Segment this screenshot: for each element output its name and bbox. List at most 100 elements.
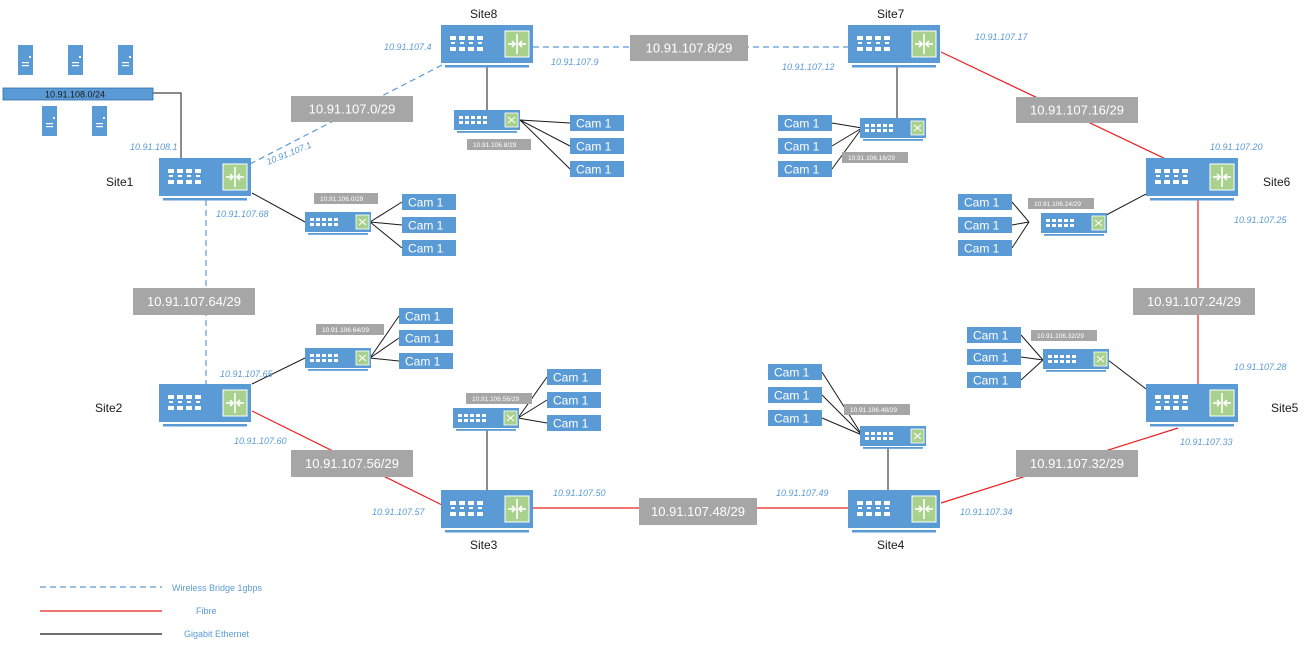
svg-text:Cam 1: Cam 1: [784, 117, 820, 131]
subnet-label-site6-site5: 10.91.107.24/29: [1147, 294, 1241, 309]
ip-label: 10.91.107.25: [1234, 215, 1288, 225]
ip-label: 10.91.107.28: [1234, 362, 1287, 372]
subnet-label-site5-site4: 10.91.107.32/29: [1030, 456, 1124, 471]
camera-subnet-tags: 10.91.106.8/29 10.91.106.16/29 10.91.106…: [314, 139, 1097, 415]
legend-fibre-label: Fibre: [196, 606, 217, 616]
ip-label: 10.91.107.68: [216, 209, 269, 219]
camera: Cam 1: [778, 115, 832, 131]
svg-text:Cam 1: Cam 1: [973, 374, 1009, 388]
server-lan: 10.91.108.0/24 10.91.108.1: [2, 45, 178, 152]
camera: Cam 1: [967, 349, 1021, 365]
svg-text:Cam 1: Cam 1: [408, 242, 444, 256]
site-name-site1: Site1: [106, 175, 134, 189]
svg-text:Cam 1: Cam 1: [553, 394, 589, 408]
router-site8-icon: [440, 24, 534, 69]
server-icon: [42, 106, 57, 136]
camera: Cam 1: [402, 240, 456, 256]
ip-label: 10.91.107.60: [234, 436, 287, 446]
camera: Cam 1: [570, 115, 624, 131]
camera: Cam 1: [547, 392, 601, 408]
svg-text:Cam 1: Cam 1: [405, 310, 441, 324]
svg-text:Cam 1: Cam 1: [774, 412, 810, 426]
camera: Cam 1: [958, 240, 1012, 256]
server-icon: [118, 45, 133, 75]
camera: Cam 1: [768, 364, 822, 380]
svg-text:Cam 1: Cam 1: [405, 332, 441, 346]
camera-subnet-site1: 10.91.106.0/29: [320, 196, 364, 203]
camera-subnet-site2: 10.91.106.64/29: [322, 327, 369, 334]
ip-label: 10.91.107.12: [782, 62, 835, 72]
ip-label: 10.91.107.34: [960, 507, 1013, 517]
ip-label: 10.91.107.17: [975, 32, 1029, 42]
camera: Cam 1: [570, 161, 624, 177]
camera: Cam 1: [547, 369, 601, 385]
ip-label: 10.91.107.20: [1210, 142, 1263, 152]
link-site1-site8: [249, 63, 445, 165]
camera: Cam 1: [399, 330, 453, 346]
camera: Cam 1: [402, 217, 456, 233]
svg-text:Cam 1: Cam 1: [973, 351, 1009, 365]
site-name-site4: Site4: [877, 538, 905, 552]
camera: Cam 1: [958, 217, 1012, 233]
ip-label: 10.91.107.50: [553, 488, 606, 498]
router-site7-icon: [847, 24, 941, 69]
svg-text:Cam 1: Cam 1: [576, 140, 612, 154]
svg-text:Cam 1: Cam 1: [964, 196, 1000, 210]
subnet-label-site7-site6: 10.91.107.16/29: [1030, 103, 1124, 118]
svg-text:Cam 1: Cam 1: [553, 371, 589, 385]
site-name-site8: Site8: [470, 7, 498, 21]
router-site4-icon: [847, 489, 941, 534]
svg-text:Cam 1: Cam 1: [784, 163, 820, 177]
camera: Cam 1: [778, 161, 832, 177]
svg-text:Cam 1: Cam 1: [576, 117, 612, 131]
server-icon: [68, 45, 83, 75]
svg-text:Cam 1: Cam 1: [784, 140, 820, 154]
ip-label: 10.91.107.4: [384, 42, 432, 52]
site-name-site6: Site6: [1263, 175, 1291, 189]
camera-subnet-site3: 10.91.106.56/29: [472, 396, 519, 403]
svg-text:Cam 1: Cam 1: [405, 355, 441, 369]
camera: Cam 1: [967, 372, 1021, 388]
subnet-label-site2-site3: 10.91.107.56/29: [305, 456, 399, 471]
router-site1-icon: [158, 157, 252, 202]
subnet-label-site3-site4: 10.91.107.48/29: [651, 504, 745, 519]
switch-site8-icon: [453, 109, 521, 134]
switch-site4-icon: [859, 425, 927, 450]
camera: Cam 1: [570, 138, 624, 154]
site-name-site2: Site2: [95, 401, 123, 415]
ip-label: 10.91.107.33: [1180, 437, 1233, 447]
legend-ethernet-label: Gigabit Ethernet: [184, 629, 250, 639]
ip-label: 10.91.107.9: [551, 57, 599, 67]
lan-gateway-ip: 10.91.108.1: [130, 142, 178, 152]
svg-text:Cam 1: Cam 1: [774, 389, 810, 403]
camera-subnet-site8: 10.91.106.8/29: [473, 142, 517, 149]
server-icon: [18, 45, 33, 75]
lan-subnet-label: 10.91.108.0/24: [45, 90, 105, 100]
lan-bus: [2, 87, 154, 101]
svg-text:Cam 1: Cam 1: [964, 242, 1000, 256]
svg-text:Cam 1: Cam 1: [964, 219, 1000, 233]
switch-site6-icon: [1040, 212, 1108, 237]
camera: Cam 1: [768, 387, 822, 403]
server-icon: [92, 106, 107, 136]
svg-text:Cam 1: Cam 1: [973, 329, 1009, 343]
subnet-label-site1-site2: 10.91.107.64/29: [147, 294, 241, 309]
legend: Wireless Bridge 1gbps Fibre Gigabit Ethe…: [40, 583, 263, 639]
subnet-label-site1-site8: 10.91.107.0/29: [309, 102, 396, 117]
camera: Cam 1: [399, 353, 453, 369]
site-name-site5: Site5: [1271, 401, 1299, 415]
camera: Cam 1: [399, 308, 453, 324]
link-lan-site1: [152, 92, 182, 158]
interface-ips: 10.91.107.4 10.91.107.9 10.91.107.12 10.…: [216, 32, 1288, 517]
site-name-site7: Site7: [877, 7, 905, 21]
cameras: Cam 1 Cam 1 Cam 1 Cam 1 Cam 1 Cam 1 Cam …: [399, 115, 1021, 431]
svg-text:Cam 1: Cam 1: [408, 219, 444, 233]
site-names: Site8 Site7 Site1 Site6 Site2 Site5 Site…: [95, 7, 1299, 552]
subnet-label-site8-site7: 10.91.107.8/29: [646, 41, 733, 56]
svg-text:Cam 1: Cam 1: [553, 417, 589, 431]
svg-text:Cam 1: Cam 1: [576, 163, 612, 177]
ip-label: 10.91.107.49: [776, 488, 829, 498]
legend-wireless-label: Wireless Bridge 1gbps: [172, 583, 263, 593]
